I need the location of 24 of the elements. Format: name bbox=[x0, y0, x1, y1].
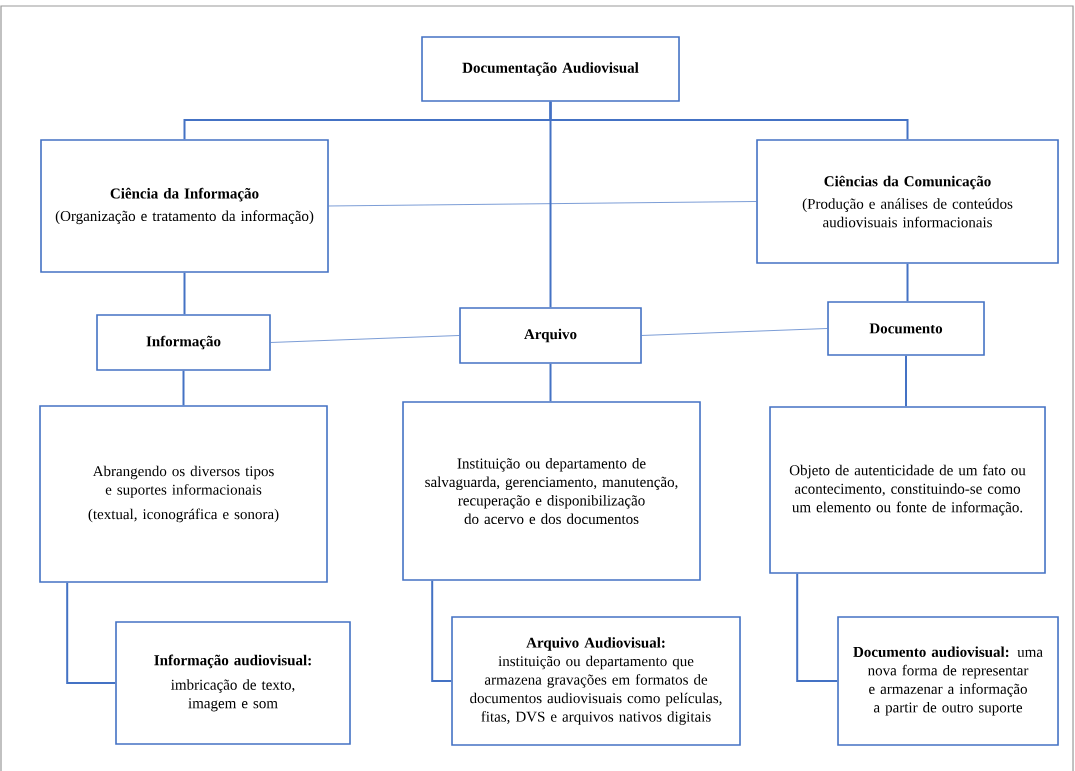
text-box: Ciência da Informação (Organização e tratamento da informação) bbox=[40, 139, 329, 273]
connector-line bbox=[641, 328, 828, 336]
connector-line bbox=[183, 271, 186, 316]
connector-line bbox=[328, 201, 757, 207]
connector-line bbox=[905, 354, 907, 408]
text-box: Documentação Audiovisual bbox=[421, 36, 680, 102]
text-box: Arquivo bbox=[459, 307, 642, 364]
connector-line bbox=[66, 581, 117, 684]
connector-line bbox=[270, 335, 460, 343]
text-box: Documento audiovisual: uma nova forma de representar e armazenar a informação a partir de outro suporte bbox=[837, 616, 1059, 746]
connector-line bbox=[796, 572, 839, 682]
connector-line bbox=[182, 369, 185, 407]
text-box: Informação bbox=[96, 314, 271, 371]
text-box: Informação audiovisual: imbricação de texto, imagem e som bbox=[115, 621, 351, 745]
connector-line bbox=[549, 100, 552, 309]
text-box: Abrangendo os diversos tipos e suportes informacionais (textual, iconográfica e sonora) bbox=[39, 405, 328, 583]
connector-line bbox=[549, 362, 552, 403]
text-box: Arquivo Audiovisual: instituição ou departamento que armazena gravações em formatos de documentos audiovisuais como películas, fitas, DVS e arquivos nativos digitais bbox=[451, 616, 741, 746]
text-box: Objeto de autenticidade de um fato ou acontecimento, constituindo-se como um elemento ou fonte de informação. bbox=[769, 406, 1046, 574]
connector-line bbox=[906, 262, 909, 303]
connector-line bbox=[431, 579, 453, 682]
text-box: Instituição ou departamento de salvaguarda, gerenciamento, manutenção, recuperação e disponibilização do acervo e dos documentos bbox=[402, 401, 701, 581]
text-box: Documento bbox=[827, 301, 985, 356]
text-box: Ciências da Comunicação (Produção e análises de conteúdos audiovisuais informacionais bbox=[756, 139, 1059, 264]
